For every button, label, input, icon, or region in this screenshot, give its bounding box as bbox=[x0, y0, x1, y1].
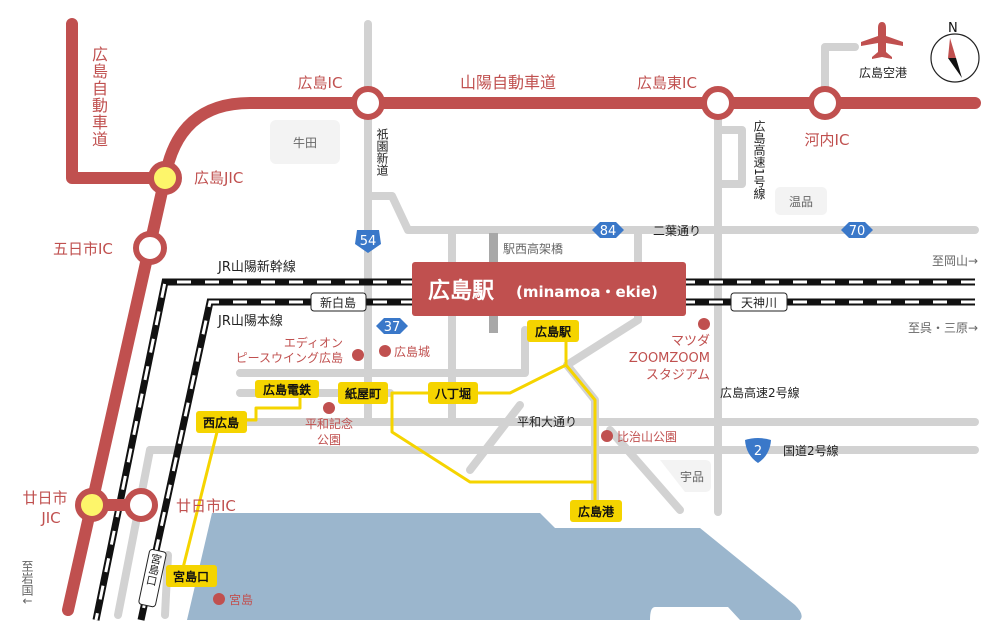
hijiyama-marker bbox=[601, 430, 613, 442]
label-sanyo-expressway: 山陽自動車道 bbox=[460, 73, 556, 92]
label-hijiyama: 比治山公園 bbox=[617, 430, 677, 444]
label-gion-shindo: 祇園新道 bbox=[375, 128, 389, 176]
svg-text:広島電鉄: 広島電鉄 bbox=[263, 382, 311, 397]
jic-hiroshima-marker bbox=[148, 161, 182, 195]
route-54-shield: 54 bbox=[355, 230, 381, 253]
label-jic-hatsukaichi-2: JIC bbox=[40, 509, 60, 527]
route-84-shield: 84 bbox=[592, 222, 624, 239]
label-expressway-1: 広島高速1号線 bbox=[752, 120, 766, 200]
tram-stop-kamiyacho: 紙屋町 bbox=[338, 382, 388, 404]
label-futaba-dori: 二葉通り bbox=[653, 224, 701, 238]
label-jic-hatsukaichi-1: 廿日市 bbox=[22, 489, 67, 507]
svg-text:54: 54 bbox=[360, 234, 377, 249]
label-castle: 広島城 bbox=[394, 344, 430, 359]
svg-text:70: 70 bbox=[849, 224, 866, 239]
route-shields: 54 84 70 37 2 bbox=[355, 222, 873, 463]
label-ekinishi-bridge: 駅西高架橋 bbox=[503, 241, 563, 256]
direction-iwakuni: 至岩国↓ bbox=[20, 560, 34, 607]
label-route-2: 国道2号線 bbox=[783, 443, 839, 458]
area-ujina-bg bbox=[660, 460, 711, 492]
label-edion-2: ピースウイング広島 bbox=[236, 350, 343, 365]
svg-text:宮島口: 宮島口 bbox=[173, 569, 209, 584]
station-tag-tenjingawa: 天神川 bbox=[730, 292, 788, 312]
label-hiroshima-expressway: 広島自動車道 bbox=[89, 46, 108, 148]
route-37-shield: 37 bbox=[376, 318, 408, 335]
airplane-icon bbox=[861, 22, 903, 59]
label-ic-hatsukaichi: 廿日市IC bbox=[176, 497, 236, 515]
label-shinkansen: JR山陽新幹線 bbox=[217, 259, 296, 275]
landmark-dots bbox=[213, 318, 710, 605]
edion-marker bbox=[352, 349, 364, 361]
label-ic-itsukaichi: 五日市IC bbox=[53, 240, 113, 258]
label-mazda-2: ZOOMZOOM bbox=[629, 351, 710, 366]
label-miyajima: 宮島 bbox=[229, 592, 253, 607]
label-peace-park-1: 平和記念 bbox=[305, 416, 353, 431]
station-tag-miyajimaguchi-rail bbox=[138, 549, 167, 608]
area-ujina: 宇品 bbox=[680, 470, 704, 484]
tram-stop-hatchobori: 八丁堀 bbox=[428, 382, 478, 404]
peace-park-marker bbox=[323, 402, 335, 414]
svg-text:(minamoa・ekie): (minamoa・ekie) bbox=[516, 283, 658, 301]
svg-text:N: N bbox=[948, 21, 958, 36]
svg-text:2: 2 bbox=[754, 444, 762, 459]
svg-text:八丁堀: 八丁堀 bbox=[434, 386, 471, 401]
ic-itsukaichi-marker bbox=[133, 231, 167, 265]
tram-stops: 広島駅 広島電鉄 紙屋町 八丁堀 西広島 広島港 宮島口 bbox=[166, 320, 622, 587]
route-2-shield: 2 bbox=[745, 438, 771, 463]
tram-stop-miyajimaguchi: 宮島口 bbox=[166, 565, 217, 587]
label-edion-1: エディオン bbox=[284, 335, 343, 350]
jr-sanyo-main-line bbox=[137, 298, 975, 621]
label-peace-park-2: 公園 bbox=[317, 433, 341, 447]
route-70-shield: 70 bbox=[841, 222, 873, 239]
direction-kure-mihara: 至呉・三原→ bbox=[908, 321, 978, 335]
mazda-stadium-marker bbox=[698, 318, 710, 330]
hiroshima-bay bbox=[187, 513, 802, 620]
ic-kochi-marker bbox=[808, 86, 842, 120]
hiroshima-station-banner[interactable]: 広島駅 (minamoa・ekie) bbox=[412, 262, 686, 316]
label-expressway-2: 広島高速2号線 bbox=[720, 385, 800, 400]
svg-text:紙屋町: 紙屋町 bbox=[345, 386, 381, 401]
svg-text:広島駅: 広島駅 bbox=[428, 278, 494, 304]
jic-hatsukaichi-marker bbox=[75, 488, 109, 522]
area-ushita: 牛田 bbox=[293, 135, 317, 150]
miyajima-marker bbox=[213, 593, 225, 605]
tram-stop-hiroshima-port: 広島港 bbox=[570, 500, 622, 522]
ic-hatsukaichi-marker bbox=[124, 488, 158, 522]
label-airport: 広島空港 bbox=[859, 65, 907, 80]
label-mazda-3: スタジアム bbox=[646, 368, 710, 383]
svg-text:84: 84 bbox=[600, 224, 617, 239]
castle-marker bbox=[379, 345, 391, 357]
label-heiwa-odori: 平和大通り bbox=[517, 415, 577, 429]
tram-stop-hiroden: 広島電鉄 bbox=[255, 380, 319, 398]
interchange-markers bbox=[75, 86, 842, 522]
svg-text:西広島: 西広島 bbox=[203, 415, 239, 430]
compass-icon: N bbox=[930, 21, 980, 83]
label-ic-hiroshima: 広島IC bbox=[298, 74, 343, 92]
svg-text:広島駅: 広島駅 bbox=[535, 324, 572, 339]
label-ic-kochi: 河内IC bbox=[805, 131, 850, 149]
tram-stop-hiroshima-eki: 広島駅 bbox=[527, 320, 579, 342]
area-nukushina-bg bbox=[775, 187, 827, 215]
tram-stop-nishi-hiroshima: 西広島 bbox=[196, 411, 247, 433]
label-mazda-1: マツダ bbox=[671, 334, 710, 349]
area-nukushina: 温品 bbox=[789, 195, 813, 209]
svg-text:37: 37 bbox=[384, 320, 401, 335]
label-sanyo-main: JR山陽本線 bbox=[217, 313, 283, 329]
svg-text:新白島: 新白島 bbox=[320, 295, 356, 310]
svg-text:天神川: 天神川 bbox=[741, 296, 777, 310]
direction-okayama: 至岡山→ bbox=[932, 254, 978, 268]
svg-text:広島港: 広島港 bbox=[578, 504, 615, 519]
ic-hiroshima-marker bbox=[351, 86, 385, 120]
label-ic-hiroshima-higashi: 広島東IC bbox=[637, 74, 697, 92]
ic-hiroshima-higashi-marker bbox=[701, 86, 735, 120]
tram-lines bbox=[178, 335, 597, 581]
label-jic-hiroshima: 広島JIC bbox=[194, 169, 243, 187]
station-tag-shin-hakushima: 新白島 bbox=[310, 292, 367, 312]
area-ushita-bg bbox=[270, 120, 340, 164]
